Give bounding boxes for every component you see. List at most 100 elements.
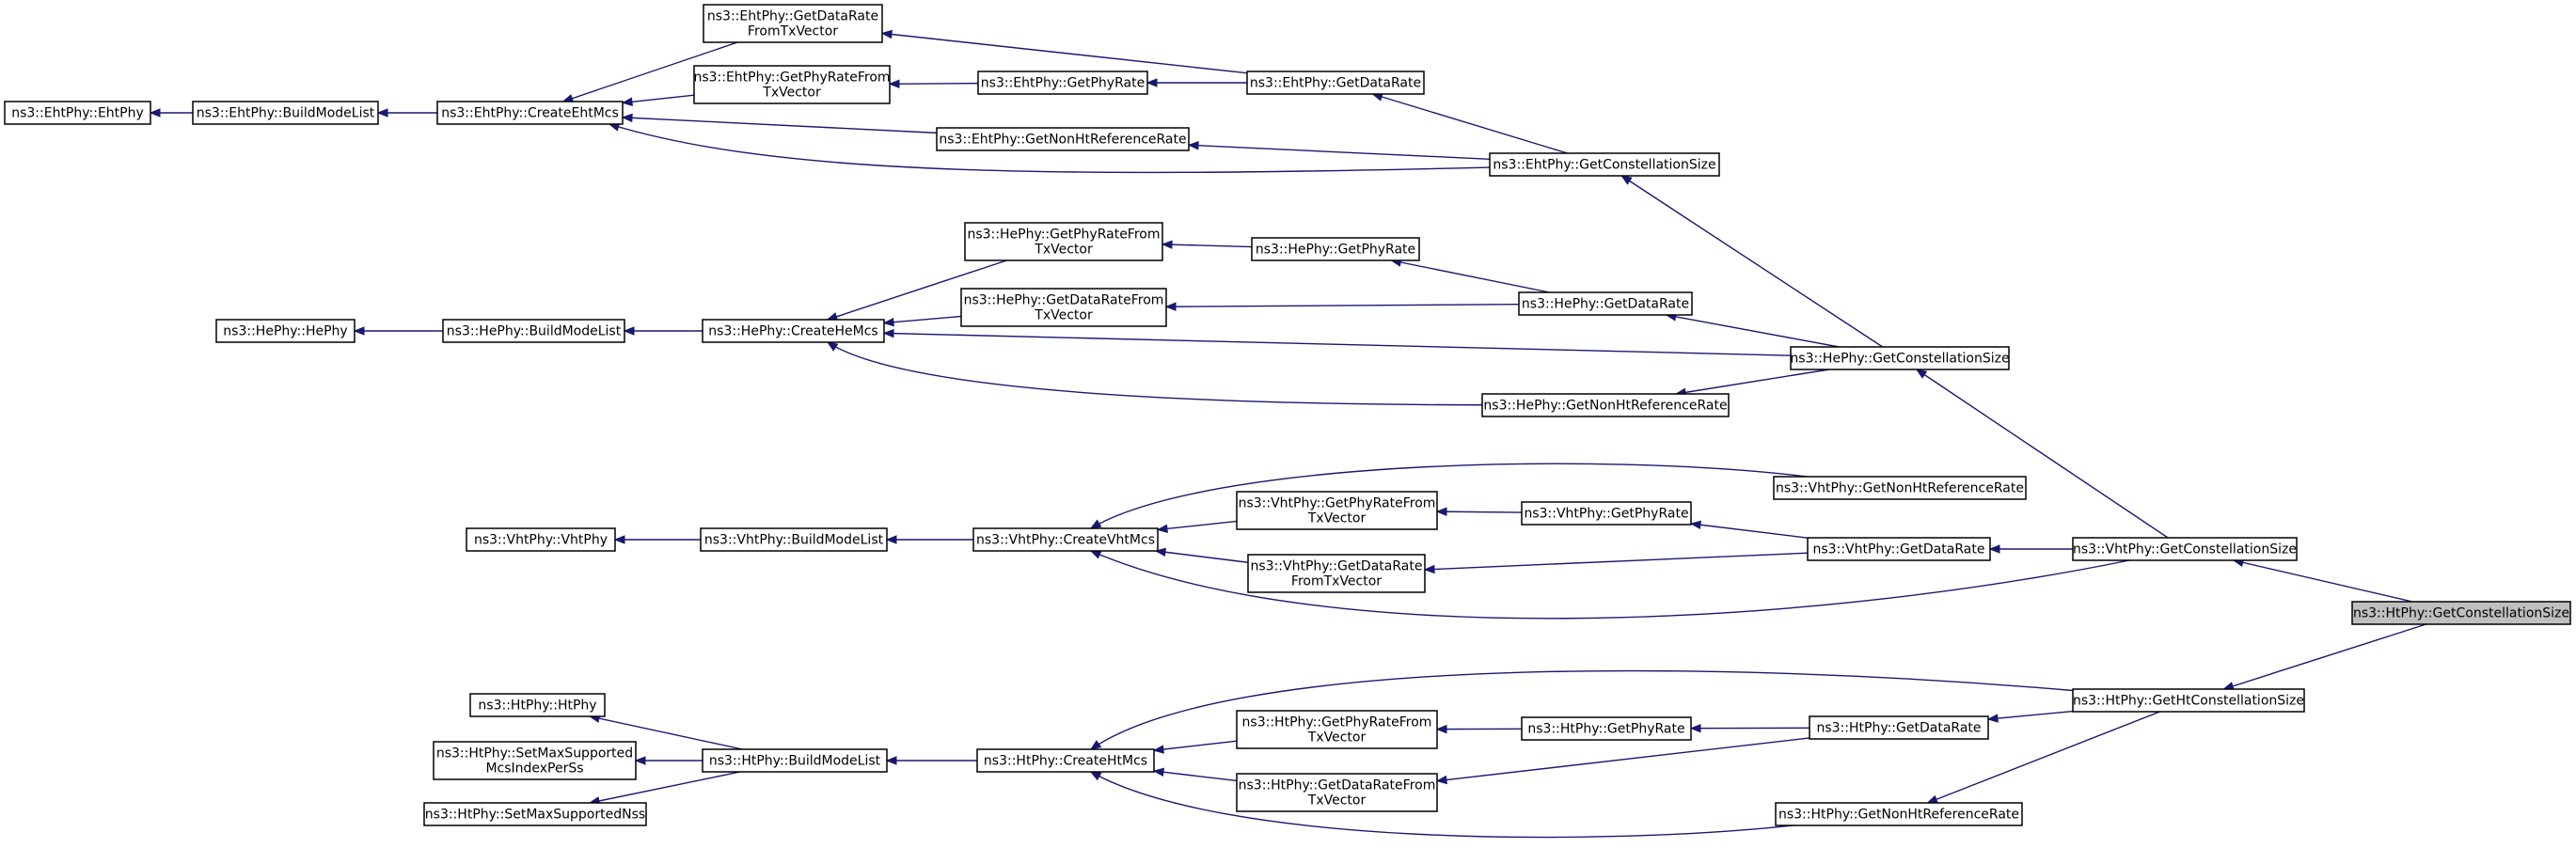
node-box: [1518, 291, 1693, 316]
graph-edge: [589, 771, 741, 804]
graph-node-vhtphy-ctor[interactable]: ns3::VhtPhy::VhtPhy: [466, 527, 616, 552]
graph-edge: [1436, 737, 1810, 782]
graph-node-hephy-getconstellationsize[interactable]: ns3::HePhy::GetConstellationSize: [1790, 346, 2010, 370]
arrowhead-icon: [613, 535, 625, 544]
graph-node-ehtphy-getnonhtreferencerate[interactable]: ns3::EhtPhy::GetNonHtReferenceRate: [936, 127, 1190, 151]
arrowhead-icon: [1089, 550, 1102, 559]
graph-node-htphy-getphyrate[interactable]: ns3::HtPhy::GetPhyRate: [1521, 716, 1692, 741]
arrowhead-icon: [149, 108, 161, 118]
arrowhead-icon: [1435, 775, 1447, 785]
arrowhead-icon: [1926, 794, 1939, 804]
arrowhead-icon: [882, 328, 894, 338]
graph-node-vhtphy-createvhtmcs[interactable]: ns3::VhtPhy::CreateVhtMcs: [972, 527, 1159, 552]
graph-node-vhtphy-buildmodelist[interactable]: ns3::VhtPhy::BuildModeList: [700, 527, 888, 552]
arrowhead-icon: [1089, 519, 1102, 529]
arrowhead-icon: [376, 108, 388, 118]
graph-node-vhtphy-getphyrate[interactable]: ns3::VhtPhy::GetPhyRate: [1521, 501, 1692, 526]
node-label: ns3::VhtPhy::CreateVhtMcs: [976, 533, 1155, 548]
graph-node-vhtphy-getdatarate[interactable]: ns3::VhtPhy::GetDataRate: [1807, 537, 1991, 561]
node-label: ns3::HtPhy::GetPhyRate: [1527, 722, 1684, 737]
graph-edge: [562, 41, 738, 102]
node-label: ns3::HePhy::GetPhyRateFrom: [967, 228, 1160, 243]
node-label: ns3::EhtPhy::GetNonHtReferenceRate: [939, 133, 1186, 148]
node-box: [1809, 715, 1989, 740]
graph-node-ehtphy-createehtmcs[interactable]: ns3::EhtPhy::CreateEhtMcs: [436, 101, 624, 125]
node-label: ns3::HtPhy::GetDataRateFrom: [1239, 778, 1436, 793]
node-label: ns3::VhtPhy::GetPhyRate: [1524, 507, 1688, 522]
node-box: [1236, 491, 1438, 530]
graph-node-hephy-getnonhtreferencerate[interactable]: ns3::HePhy::GetNonHtReferenceRate: [1481, 393, 1730, 417]
node-label: ns3::VhtPhy::GetDataRate: [1251, 559, 1423, 574]
node-label: ns3::HePhy::GetConstellationSize: [1790, 352, 2009, 367]
arrowhead-icon: [1164, 302, 1177, 311]
graph-node-hephy-getphyrate[interactable]: ns3::HePhy::GetPhyRate: [1251, 237, 1420, 261]
graph-node-ehtphy-ctor[interactable]: ns3::EhtPhy::EhtPhy: [4, 101, 151, 125]
graph-node-ehtphy-buildmodelist[interactable]: ns3::EhtPhy::BuildModeList: [192, 101, 379, 125]
node-box: [703, 4, 883, 43]
node-label: ns3::EhtPhy::CreateEhtMcs: [441, 106, 619, 121]
graph-node-ehtphy-getconstellationsize[interactable]: ns3::EhtPhy::GetConstellationSize: [1489, 152, 1720, 177]
node-box: [215, 319, 356, 343]
graph-node-vhtphy-getconstellationsize[interactable]: ns3::VhtPhy::GetConstellationSize: [2072, 537, 2298, 561]
graph-edge: [889, 82, 979, 85]
graph-edge: [1090, 463, 1808, 529]
graph-node-htphy-getconstellationsize[interactable]: ns3::HtPhy::GetConstellationSize: [2351, 601, 2571, 625]
arrowhead-icon: [1620, 175, 1633, 185]
node-label: ns3::EhtPhy::GetDataRate: [1250, 76, 1421, 91]
graph-node-hephy-buildmodelist[interactable]: ns3::HePhy::BuildModeList: [442, 319, 625, 343]
graph-edge: [1916, 369, 2169, 539]
node-label: ns3::HtPhy::GetNonHtReferenceRate: [1778, 808, 2019, 823]
node-label: ns3::HtPhy::GetConstellationSize: [2353, 606, 2569, 621]
node-label: ns3::HtPhy::GetPhyRateFrom: [1242, 715, 1432, 730]
node-label: ns3::HePhy::GetPhyRate: [1256, 243, 1415, 258]
graph-node-htphy-gethtconstellationsize[interactable]: ns3::HtPhy::GetHtConstellationSize: [2072, 688, 2305, 713]
node-box: [977, 71, 1148, 95]
node-box: [466, 527, 616, 552]
graph-node-htphy-buildmodelist[interactable]: ns3::HtPhy::BuildModeList: [702, 748, 888, 773]
node-label: ns3::EhtPhy::GetPhyRate: [981, 76, 1145, 91]
arrowhead-icon: [1435, 724, 1447, 734]
graph-node-ehtphy-getphyrate[interactable]: ns3::EhtPhy::GetPhyRate: [977, 71, 1148, 95]
graph-node-vhtphy-getnonhtreferencerate[interactable]: ns3::VhtPhy::GetNonHtReferenceRate: [1773, 476, 2027, 500]
node-box: [436, 101, 624, 125]
graph-node-htphy-createhtmcs[interactable]: ns3::HtPhy::CreateHtMcs: [976, 748, 1155, 773]
node-label: TxVector: [1307, 730, 1367, 746]
graph-edge: [883, 332, 1792, 356]
node-box: [1481, 393, 1730, 417]
graph-node-htphy-getdatarate[interactable]: ns3::HtPhy::GetDataRate: [1809, 715, 1989, 740]
graph-node-hephy-ctor[interactable]: ns3::HePhy::HePhy: [215, 319, 356, 343]
node-label: TxVector: [762, 86, 821, 101]
arrowhead-icon: [1152, 745, 1164, 754]
graph-node-htphy-getnonhtreferencerate[interactable]: ns3::HtPhy::GetNonHtReferenceRate: [1775, 802, 2023, 826]
graph-edge: [2223, 623, 2426, 690]
graph-node-hephy-getdatarate[interactable]: ns3::HePhy::GetDataRate: [1518, 291, 1693, 316]
graph-node-htphy-setmaxsupportednss[interactable]: ns3::HtPhy::SetMaxSupportedNss: [423, 802, 647, 826]
node-box: [702, 319, 885, 343]
node-label: TxVector: [1307, 511, 1367, 526]
node-box: [423, 802, 647, 826]
graph-edge: [1690, 523, 1809, 539]
graph-edge: [1676, 369, 1829, 395]
arrowhead-icon: [826, 341, 839, 352]
node-label: ns3::EhtPhy::EhtPhy: [11, 106, 144, 121]
arrowhead-icon: [1089, 771, 1102, 781]
graph-node-hephy-createhemcs[interactable]: ns3::HePhy::CreateHeMcs: [702, 319, 885, 343]
arrowhead-icon: [1988, 544, 2000, 554]
graph-node-htphy-ctor[interactable]: ns3::HtPhy::HtPhy: [469, 693, 606, 717]
node-label: ns3::HtPhy::CreateHtMcs: [984, 754, 1147, 769]
arrowhead-icon: [882, 317, 894, 327]
graph-node-ehtphy-getdatarate[interactable]: ns3::EhtPhy::GetDataRate: [1246, 71, 1425, 95]
arrowhead-icon: [1689, 520, 1701, 529]
graph-edge: [2233, 559, 2413, 603]
node-label: ns3::HePhy::GetDataRateFrom: [964, 293, 1164, 308]
